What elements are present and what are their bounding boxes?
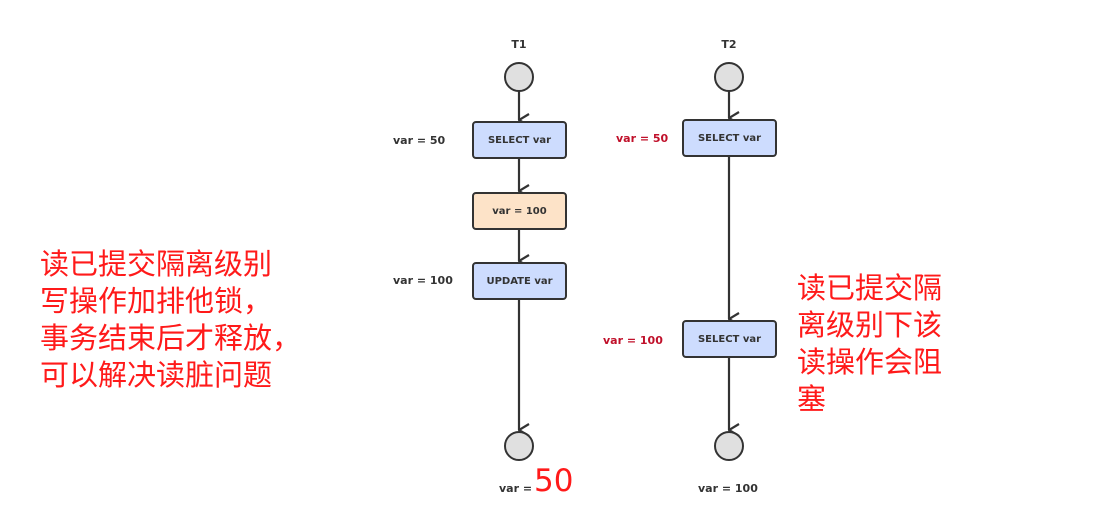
t1-select-label: SELECT var <box>487 134 552 146</box>
t2-select-label-2: SELECT var <box>697 333 762 345</box>
t1-side-value-1: var = 50 <box>393 134 446 147</box>
t2-side-value-2: var = 100 <box>603 334 663 347</box>
left-annotation: 读已提交隔离级别 写操作加排他锁， 事务结束后才释放， 可以解决读脏问题 <box>40 247 302 392</box>
right-annotation: 读已提交隔 离级别下该 读操作会阻 塞 <box>797 271 943 416</box>
lane-title-t1: T1 <box>511 38 527 51</box>
t2-end-node <box>714 431 744 461</box>
t1-update-node: UPDATE var <box>472 262 567 300</box>
t1-side-value-3: var = 100 <box>393 274 453 287</box>
t1-end-node <box>504 431 534 461</box>
t2-select-node-1: SELECT var <box>682 119 777 157</box>
t2-end-label: var = 100 <box>698 482 758 495</box>
t1-assign-node: var = 100 <box>472 192 567 230</box>
t1-start-node <box>504 62 534 92</box>
t1-end-label: var = <box>499 482 533 495</box>
t2-start-node <box>714 62 744 92</box>
t1-assign-label: var = 100 <box>492 205 547 217</box>
lane-title-t2: T2 <box>721 38 737 51</box>
t1-select-node: SELECT var <box>472 121 567 159</box>
t2-side-value-1: var = 50 <box>616 132 669 145</box>
t2-select-label-1: SELECT var <box>697 132 762 144</box>
t1-update-label: UPDATE var <box>486 275 553 287</box>
t1-end-value-highlight: 50 <box>534 463 574 499</box>
t2-select-node-2: SELECT var <box>682 320 777 358</box>
